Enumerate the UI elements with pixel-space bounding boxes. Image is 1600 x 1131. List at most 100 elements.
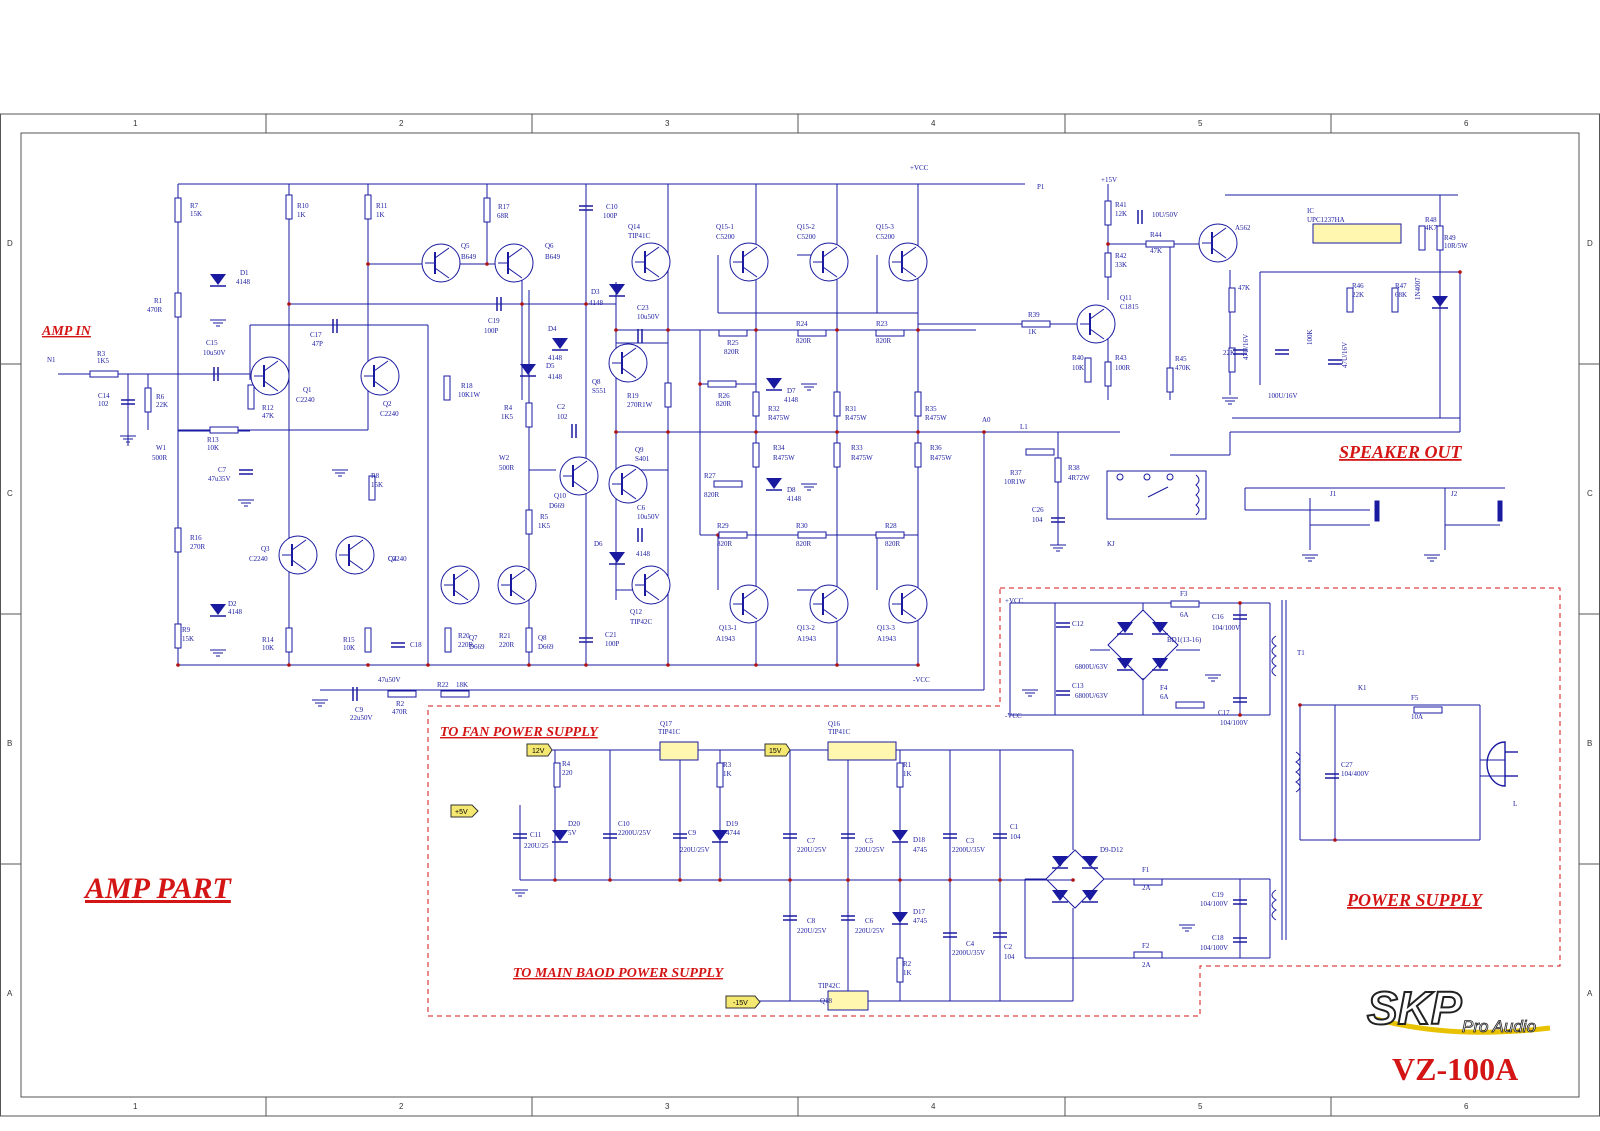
component-label-c12v: 6800U/63V — [1075, 663, 1108, 671]
component-label-r31v: R475W — [845, 414, 867, 422]
component-label-f5: F5 — [1411, 694, 1419, 702]
component-label-r26v: 820R — [716, 400, 732, 408]
resistor — [1104, 200, 1112, 226]
component-label-r24: R24 — [796, 320, 808, 328]
component-label-r46: R46 — [1352, 282, 1364, 290]
component-label-c10cv: 2200U/25V — [618, 829, 651, 837]
resistor — [174, 197, 182, 223]
diode — [609, 552, 625, 565]
capacitor — [673, 833, 687, 839]
component-label-r3bv: 1K — [723, 770, 732, 778]
component-label-c23v: 10u50V — [637, 313, 660, 321]
resistor — [89, 370, 119, 378]
component-label-r13: R13 — [207, 436, 219, 444]
capacitor — [1328, 359, 1342, 365]
component-label-d7: D7 — [787, 387, 796, 395]
component-label-r27v: 820R — [704, 491, 720, 499]
component-label-r45: R45 — [1175, 355, 1187, 363]
component-label-r15v: 10K — [343, 644, 355, 652]
component-label-r45v: 470K — [1175, 364, 1191, 372]
component-label-d8: D8 — [787, 486, 796, 494]
component-label-c47u2: 47U/16V — [1341, 342, 1349, 368]
component-label-q8b: Q8 — [538, 634, 547, 642]
component-label-c7cv: 220U/25V — [797, 846, 827, 854]
component-label-w1v: 500R — [152, 454, 168, 462]
transistor — [631, 565, 671, 605]
component-label-r30v: 820R — [796, 540, 812, 548]
resistor — [387, 690, 417, 698]
resistor — [364, 194, 372, 220]
component-label-c7a: C7 — [218, 466, 227, 474]
resistor — [1391, 287, 1399, 313]
component-label-l1: L1 — [1020, 423, 1028, 431]
component-label-r18: R18 — [461, 382, 473, 390]
component-label-r30: R30 — [796, 522, 808, 530]
capacitor — [943, 833, 957, 839]
resistor — [525, 509, 533, 535]
model-number: VZ-100A — [1392, 1051, 1518, 1087]
component-label-c27v: 104/400V — [1341, 770, 1369, 778]
resistor — [285, 194, 293, 220]
capacitor-group — [121, 205, 1342, 943]
component-label-r1: R1 — [154, 297, 163, 305]
component-label-w1: W1 — [156, 444, 167, 452]
component-label-r16v: 270R — [190, 543, 206, 551]
resistor — [752, 442, 760, 468]
resistor — [1228, 347, 1236, 373]
component-label-c27: C27 — [1341, 761, 1353, 769]
resistor — [1133, 951, 1163, 959]
capacitor — [1233, 349, 1247, 355]
component-label-r22: R22 — [437, 681, 449, 689]
component-label-c4cv: 2200U/35V — [952, 949, 985, 957]
component-label-d6: D6 — [594, 540, 603, 548]
component-label-c19cv: 104/100V — [1200, 900, 1228, 908]
component-label-d5: D5 — [546, 362, 555, 370]
component-label-c10b: 10U/50V — [1152, 211, 1178, 219]
component-label-r34v: R475W — [773, 454, 795, 462]
component-label-r28: R28 — [885, 522, 897, 530]
transistor — [559, 456, 599, 496]
diode — [552, 830, 568, 843]
component-label-r1bv: 1K — [903, 770, 912, 778]
component-label-r17: R17 — [498, 203, 510, 211]
component-label-q11v: C1815 — [1120, 303, 1139, 311]
component-label-r14v: 10K — [262, 644, 274, 652]
capacitor — [783, 915, 797, 921]
component-label-c19a: C19 — [488, 317, 500, 325]
component-label-c10a: C10 — [606, 203, 618, 211]
component-label-q131v: A1943 — [716, 635, 736, 643]
capacitor — [637, 528, 643, 542]
ground-symbol — [1179, 924, 1195, 932]
column-index: 3 — [665, 119, 670, 128]
component-label-r11v: 1K — [376, 211, 385, 219]
row-index: D — [7, 239, 13, 248]
diode — [766, 478, 782, 491]
resistor — [875, 329, 905, 337]
component-label-q11: Q11 — [1120, 294, 1132, 302]
rail-tags — [450, 743, 791, 1009]
component-label-c10av: 100P — [603, 212, 618, 220]
transformer-t1 — [1271, 600, 1301, 940]
capacitor — [1233, 899, 1247, 905]
component-label-r36v: R475W — [930, 454, 952, 462]
component-label-c19c: C19 — [1212, 891, 1224, 899]
column-index: 4 — [931, 1102, 936, 1111]
component-label-c12: C12 — [1072, 620, 1084, 628]
component-label-q4v: C2240 — [388, 555, 407, 563]
component-label-r23v: 820R — [876, 337, 892, 345]
capacitor — [1056, 622, 1070, 628]
component-label-c2cv: 104 — [1004, 953, 1015, 961]
transistor — [729, 584, 769, 624]
component-label-r41: R41 — [1115, 201, 1127, 209]
component-label-c6a: C6 — [637, 504, 646, 512]
component-label-d2: D2 — [228, 600, 237, 608]
component-label-r39: R39 — [1028, 311, 1040, 319]
capacitor — [1233, 614, 1247, 620]
component-label-c14v: 102 — [98, 400, 109, 408]
component-label-r28v: 820R — [885, 540, 901, 548]
resistor — [875, 531, 905, 539]
component-label-q4: Q4 — [388, 555, 397, 563]
resistor — [443, 375, 451, 401]
component-label-q16v: TIP41C — [828, 728, 851, 736]
